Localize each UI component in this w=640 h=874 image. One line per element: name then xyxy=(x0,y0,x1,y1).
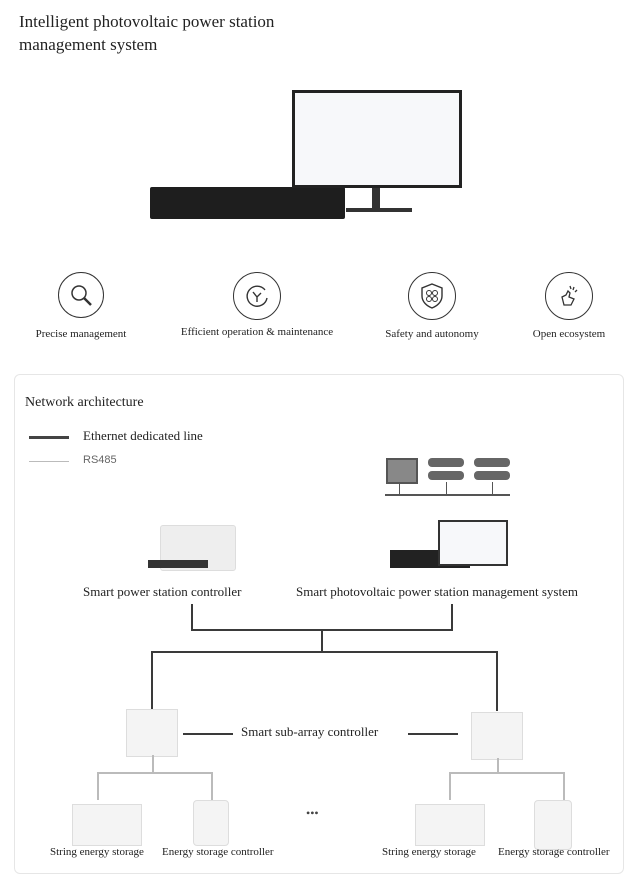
magnifier-icon xyxy=(58,272,104,318)
management-system-label: Smart photovoltaic power station managem… xyxy=(296,584,578,599)
storage-controller-image xyxy=(193,800,229,846)
server-icon xyxy=(474,458,510,467)
sub-array-label: Smart sub-array controller xyxy=(241,724,379,739)
storage-controller-image xyxy=(534,800,572,850)
feature-safety: Safety and autonomy xyxy=(342,272,522,340)
storage-label: String energy storage xyxy=(382,846,476,858)
rs485-legend-line xyxy=(29,461,69,462)
storage-controller-label: Energy storage controller xyxy=(498,846,610,858)
computer-icon xyxy=(386,458,418,484)
storage-controller-label: Energy storage controller xyxy=(162,846,274,858)
feature-open: Open ecosystem xyxy=(479,272,640,340)
storage-label: String energy storage xyxy=(50,846,144,858)
energy-storage-image xyxy=(72,804,142,846)
feature-precise: Precise management xyxy=(0,272,171,340)
hero-image xyxy=(150,90,465,220)
network-architecture-card xyxy=(14,374,624,874)
station-controller-label: Smart power station controller xyxy=(83,584,242,599)
ellipsis: ••• xyxy=(306,806,319,820)
monitor-image xyxy=(292,90,462,188)
cycle-icon xyxy=(233,272,281,320)
server-image xyxy=(150,187,345,219)
energy-storage-image xyxy=(415,804,485,846)
server-icon xyxy=(428,458,464,467)
network-title: Network architecture xyxy=(25,395,144,410)
hand-icon xyxy=(545,272,593,320)
ethernet-legend-line xyxy=(29,436,69,439)
sub-array-controller-image xyxy=(126,709,178,757)
sub-array-controller-image xyxy=(471,712,523,760)
feature-efficient: Efficient operation & maintenance xyxy=(167,272,347,338)
ethernet-legend-label: Ethernet dedicated line xyxy=(83,428,203,443)
rs485-legend-label: RS485 xyxy=(83,454,117,466)
shield-icon xyxy=(408,272,456,320)
